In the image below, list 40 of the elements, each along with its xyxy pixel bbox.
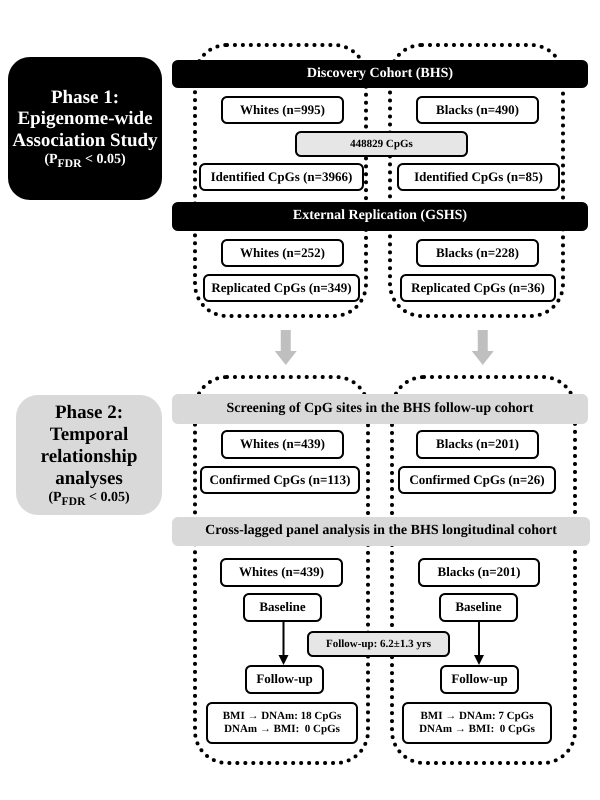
process-box: Confirmed CpGs (n=113) <box>200 466 360 494</box>
process-box: Whites (n=439) <box>221 430 344 459</box>
process-box: Replicated CpGs (n=36) <box>400 274 556 302</box>
arrow <box>474 622 484 665</box>
process-box: Blacks (n=201) <box>418 558 540 587</box>
section-banner: External Replication (GSHS) <box>172 202 588 231</box>
phase-label-box <box>8 57 162 200</box>
process-box: Follow-up <box>440 665 519 694</box>
threshold-note: (P$_{FDR}$ < 0.05) <box>44 152 126 170</box>
process-box: Confirmed CpGs (n=26) <box>398 466 556 494</box>
process-box: Blacks (n=490) <box>416 96 539 124</box>
section-banner: Cross-lagged panel analysis in the BHS longitudinal cohort <box>172 517 590 546</box>
process-box: Identified CpGs (n=85) <box>397 163 560 191</box>
process-box: Follow-up <box>245 665 324 694</box>
process-box: Baseline <box>243 593 322 622</box>
process-box: Identified CpGs (n=3966) <box>199 163 364 191</box>
result-box <box>206 702 358 744</box>
process-box: Whites (n=995) <box>221 96 344 124</box>
result-line: BMI → DNAm: 7 CpGs <box>420 710 534 723</box>
phase-title: Phase 1: Epigenome-wide Association Study <box>12 86 158 152</box>
result-line: DNAm → BMI: 0 CpGs <box>419 723 535 736</box>
arrow <box>278 622 288 665</box>
process-box: Whites (n=252) <box>221 239 344 267</box>
note-box: 448829 CpGs <box>295 131 468 157</box>
section-banner: Discovery Cohort (BHS) <box>172 60 588 88</box>
result-line: BMI → DNAm: 18 CpGs <box>222 710 342 723</box>
note-box: Follow-up: 6.2±1.3 yrs <box>307 631 450 657</box>
result-box <box>402 702 552 744</box>
section-banner: Screening of CpG sites in the BHS follow-up cohort <box>172 394 588 424</box>
process-box: Replicated CpGs (n=349) <box>203 274 360 302</box>
phase-label-box <box>16 395 162 515</box>
process-box: Blacks (n=201) <box>416 430 539 459</box>
process-box: Baseline <box>439 593 518 622</box>
process-box: Blacks (n=228) <box>416 239 539 267</box>
result-line: DNAm → BMI: 0 CpGs <box>224 723 340 736</box>
process-box: Whites (n=439) <box>220 558 343 587</box>
phase-title: Phase 2: Temporal relationship analyses <box>40 402 138 490</box>
threshold-note: (P$_{FDR}$ < 0.05) <box>48 490 130 508</box>
arrow <box>472 330 494 365</box>
arrow <box>274 330 297 365</box>
